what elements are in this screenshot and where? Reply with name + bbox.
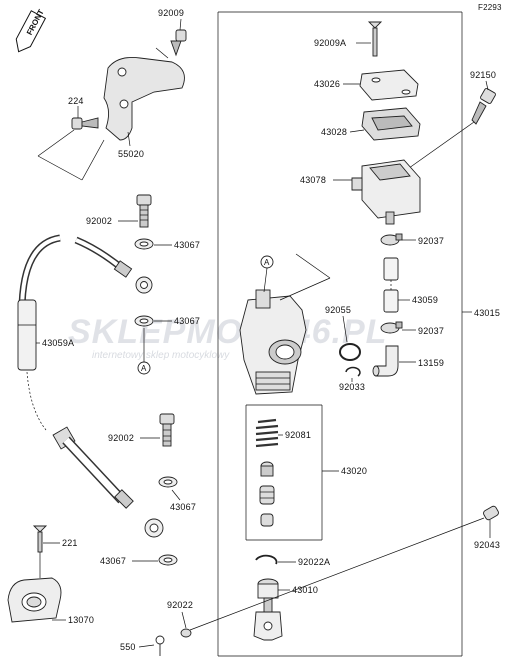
bolt-92150-icon <box>471 88 496 125</box>
label-92009: 92009 <box>158 8 184 18</box>
callout-a-right: A <box>264 258 270 267</box>
label-92150: 92150 <box>470 70 496 80</box>
watermark-tagline: internetowy sklep motocyklowy <box>92 350 230 361</box>
label-43020: 43020 <box>341 466 367 476</box>
screw-221-icon <box>32 525 48 553</box>
diaphragm-43028-icon <box>361 107 421 141</box>
label-92043: 92043 <box>474 540 500 550</box>
assembly-frame <box>217 11 463 657</box>
hose-clamp-92037-2-icon <box>380 321 403 334</box>
label-55020: 55020 <box>118 149 144 159</box>
reservoir-43078-icon <box>351 159 421 225</box>
label-43067-4: 43067 <box>100 556 126 566</box>
label-13159: 13159 <box>418 358 444 368</box>
cotter-pin-550-icon <box>155 635 165 656</box>
circlip-92022a-icon <box>255 554 278 565</box>
label-92055: 92055 <box>325 305 351 315</box>
reservoir-cap-43026-icon <box>359 69 419 101</box>
piston-kit-43020-icon <box>255 418 279 527</box>
reservoir-hose-43059-icon <box>383 257 399 313</box>
bracket-55020-icon <box>103 57 185 141</box>
label-43026: 43026 <box>314 79 340 89</box>
o-ring-92055-icon <box>339 343 361 361</box>
label-224: 224 <box>68 96 84 106</box>
label-92002-mid: 92002 <box>108 433 134 443</box>
label-43059: 43059 <box>412 295 438 305</box>
bolt-224-icon <box>71 117 99 130</box>
label-43067-3: 43067 <box>170 502 196 512</box>
banjo-bolt-92002-top-icon <box>136 194 152 228</box>
push-rod-43010-icon <box>253 578 283 641</box>
label-92022: 92022 <box>167 600 193 610</box>
label-43059A: 43059A <box>42 338 74 348</box>
label-550: 550 <box>120 642 136 652</box>
label-43067-2: 43067 <box>174 316 200 326</box>
elbow-fitting-13159-icon <box>372 345 399 377</box>
label-92037-2: 92037 <box>418 326 444 336</box>
screw-92009a-icon <box>367 21 383 57</box>
diagram-code: F2293 <box>478 3 502 12</box>
label-43010: 43010 <box>292 585 318 595</box>
master-cylinder-body-icon <box>239 289 307 395</box>
label-43015: 43015 <box>474 308 500 318</box>
circlip-92033-icon <box>345 366 361 377</box>
banjo-bolt-92002-mid-icon <box>159 413 175 447</box>
hose-clamp-92037-1-icon <box>380 233 403 246</box>
label-43067-1: 43067 <box>174 240 200 250</box>
clamp-13070-icon <box>7 577 62 623</box>
brake-hose-43059a-icon <box>17 234 164 538</box>
label-221: 221 <box>62 538 78 548</box>
label-92009A: 92009A <box>314 38 346 48</box>
washer-92022-icon <box>180 628 192 638</box>
label-92002-top: 92002 <box>86 216 112 226</box>
bolt-92009-icon <box>170 29 187 57</box>
label-43028: 43028 <box>321 127 347 137</box>
bracket-43020 <box>245 404 323 541</box>
watermark-brand: SKLEPMOTO46.PL <box>68 313 387 351</box>
clevis-pin-92043-icon <box>189 505 499 631</box>
label-92081: 92081 <box>285 430 311 440</box>
callout-a-left: A <box>141 364 147 373</box>
label-43078: 43078 <box>300 175 326 185</box>
label-92022A: 92022A <box>298 557 330 567</box>
label-92037-1: 92037 <box>418 236 444 246</box>
label-13070: 13070 <box>68 615 94 625</box>
label-92033: 92033 <box>339 382 365 392</box>
front-arrow-icon: FRONT <box>15 8 47 53</box>
